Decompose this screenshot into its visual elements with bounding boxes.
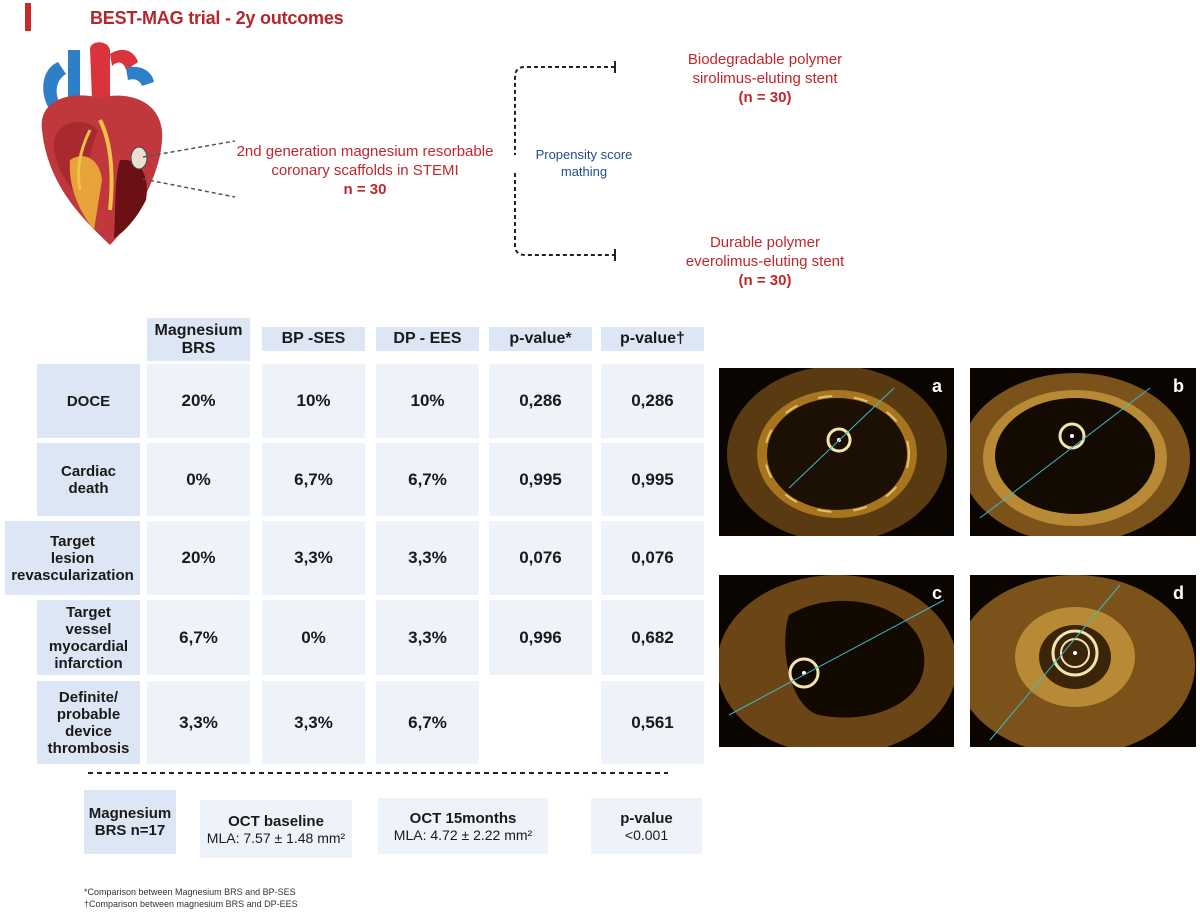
- matching-line2: mathing: [560, 164, 608, 179]
- study-population: 2nd generation magnesium resorbable coro…: [225, 142, 505, 199]
- cell-tlr-bp-ses: 3,3%: [262, 521, 365, 595]
- header-magnesium-brs: Magnesium BRS: [147, 318, 250, 361]
- cell-tlr-p1: 0,076: [489, 521, 592, 595]
- row-header-doce: DOCE: [37, 364, 140, 438]
- oct-image-a: [727, 368, 947, 536]
- heart-illustration: [41, 42, 163, 245]
- arm1-n: (n = 30): [738, 89, 792, 106]
- study-line2: coronary scaffolds in STEMI: [271, 162, 459, 179]
- panel-label-b: b: [1173, 376, 1184, 396]
- cell-thrombosis-bp-ses: 3,3%: [262, 681, 365, 764]
- cell-tlr-p2: 0,076: [601, 521, 704, 595]
- title-accent-bar: [25, 3, 31, 31]
- arm-dp-ees: Durable polymer everolimus-eluting stent…: [640, 233, 890, 290]
- matching-bracket: [514, 61, 616, 261]
- oct-image-b: [970, 373, 1190, 536]
- oct-image-panel-a: a: [719, 368, 954, 536]
- arm2-line1: Durable polymer: [709, 234, 821, 251]
- oct-baseline: OCT baseline MLA: 7.57 ± 1.48 mm²: [200, 800, 352, 858]
- arm-bp-ses: Biodegradable polymer sirolimus-eluting …: [640, 50, 890, 107]
- arm2-line2: everolimus-eluting stent: [685, 253, 845, 270]
- oct-image-panel-d: d: [970, 575, 1196, 747]
- header-p-value-2: p-value†: [601, 327, 704, 351]
- cell-cardiac-magnesium: 0%: [147, 443, 250, 516]
- row-header-device-thrombosis: Definite/ probable device thrombosis: [37, 681, 140, 764]
- cell-doce-bp-ses: 10%: [262, 364, 365, 438]
- cell-tvmi-magnesium: 6,7%: [147, 600, 250, 675]
- cell-cardiac-bp-ses: 6,7%: [262, 443, 365, 516]
- oct-group-label: Magnesium BRS n=17: [84, 790, 176, 854]
- cell-tvmi-p1: 0,996: [489, 600, 592, 675]
- oct-image-c: [719, 575, 954, 747]
- cell-tvmi-bp-ses: 0%: [262, 600, 365, 675]
- footnote-2: †Comparison between magnesium BRS and DP…: [84, 899, 298, 909]
- matching-line1: Propensity score: [535, 147, 633, 162]
- cell-doce-dp-ees: 10%: [376, 364, 479, 438]
- cell-thrombosis-p2: 0,561: [601, 681, 704, 764]
- row-header-target-vessel-mi: Target vessel myocardial infarction: [37, 600, 140, 675]
- oct-image-panel-b: b: [970, 368, 1196, 536]
- cell-doce-p2: 0,286: [601, 364, 704, 438]
- oct-image-d: [970, 575, 1195, 747]
- cell-thrombosis-magnesium: 3,3%: [147, 681, 250, 764]
- section-divider: [88, 772, 668, 774]
- arm1-line1: Biodegradable polymer: [687, 51, 843, 68]
- header-p-value-1: p-value*: [489, 327, 592, 351]
- panel-label-a: a: [931, 376, 942, 396]
- row-header-target-lesion: Target lesion revascularization: [5, 521, 140, 595]
- oct-followup: OCT 15months MLA: 4.72 ± 2.22 mm²: [378, 798, 548, 854]
- page-title: BEST-MAG trial - 2y outcomes: [90, 8, 344, 28]
- cell-tvmi-dp-ees: 3,3%: [376, 600, 479, 675]
- header-dp-ees: DP - EES: [376, 327, 479, 351]
- propensity-label: Propensity score mathing: [525, 146, 643, 180]
- arm1-line2: sirolimus-eluting stent: [692, 70, 838, 87]
- cell-tlr-dp-ees: 3,3%: [376, 521, 479, 595]
- study-n: n = 30: [343, 181, 387, 198]
- footnote-1: *Comparison between Magnesium BRS and BP…: [84, 887, 296, 897]
- oct-p-value: p-value <0.001: [591, 798, 702, 854]
- oct-image-panel-c: c: [719, 575, 954, 747]
- cell-cardiac-p2: 0,995: [601, 443, 704, 516]
- cell-cardiac-dp-ees: 6,7%: [376, 443, 479, 516]
- cell-tlr-magnesium: 20%: [147, 521, 250, 595]
- study-line1: 2nd generation magnesium resorbable: [236, 143, 494, 160]
- row-header-cardiac-death: Cardiac death: [37, 443, 140, 516]
- cell-thrombosis-dp-ees: 6,7%: [376, 681, 479, 764]
- cell-doce-magnesium: 20%: [147, 364, 250, 438]
- panel-label-c: c: [931, 583, 942, 603]
- cell-tvmi-p2: 0,682: [601, 600, 704, 675]
- magnifier-lines: [142, 140, 236, 198]
- cell-doce-p1: 0,286: [489, 364, 592, 438]
- header-bp-ses: BP -SES: [262, 327, 365, 351]
- cell-cardiac-p1: 0,995: [489, 443, 592, 516]
- panel-label-d: d: [1173, 583, 1184, 603]
- arm2-n: (n = 30): [738, 272, 792, 289]
